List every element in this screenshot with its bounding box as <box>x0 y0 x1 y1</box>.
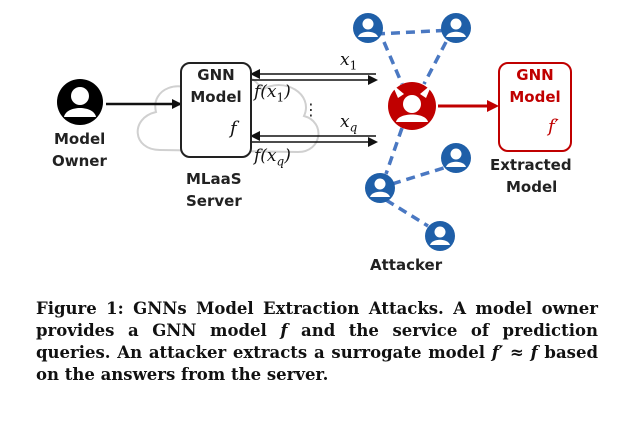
server-model-box: GNN Model f <box>180 62 252 158</box>
ellipsis-vertical: ⋮ <box>303 100 319 119</box>
graph-node-user-icon <box>441 13 471 43</box>
caption-f: f <box>280 321 288 340</box>
query-x1-label: x1 <box>340 50 358 73</box>
caption-prefix: Figure 1: GNNs Model Extraction Attacks.… <box>36 299 598 340</box>
owner-label-line2: Owner <box>52 152 107 170</box>
query-arrow-q <box>250 131 378 147</box>
answer-f1-label: f(x1) <box>254 82 291 105</box>
figure-caption: Figure 1: GNNs Model Extraction Attacks.… <box>36 298 598 386</box>
extracted-label-line1: Extracted <box>490 156 572 174</box>
graph-node-user-icon <box>425 221 455 251</box>
caption-suffix: based on the answers from the server. <box>36 343 598 384</box>
owner-label-line1: Model <box>54 130 106 148</box>
server-box-line1: GNN <box>197 66 235 84</box>
extracted-model-box: GNN Model f′ <box>498 62 572 152</box>
answer-fq-label: f(xq) <box>254 146 291 169</box>
graph-node-user-icon <box>353 13 383 43</box>
attacker-graph-edges <box>375 28 453 228</box>
caption-mid: and the service of prediction queries. A… <box>36 321 598 362</box>
query-xq-label: xq <box>340 112 358 135</box>
extracted-label-line2: Model <box>506 178 558 196</box>
graph-node-user-icon <box>441 143 471 173</box>
graph-node-user-icon <box>365 173 395 203</box>
extracted-box-line1: GNN <box>516 66 554 84</box>
extracted-box-line2: Model <box>509 88 561 106</box>
attacker-devil-icon <box>388 82 436 130</box>
extracted-model-fprime: f′ <box>548 116 559 137</box>
server-box-line2: Model <box>190 88 242 106</box>
server-label-line1: MLaaS <box>186 170 242 188</box>
server-label-line2: Server <box>186 192 242 210</box>
caption-f2: f <box>530 343 538 362</box>
caption-approx: ≈ <box>503 343 531 362</box>
model-owner-user-icon <box>57 79 103 125</box>
attacker-label: Attacker <box>370 256 443 274</box>
caption-fprime: f′ <box>491 343 504 362</box>
server-model-f: f <box>230 118 237 139</box>
figure-diagram <box>57 13 542 251</box>
query-arrow-1 <box>250 69 378 85</box>
